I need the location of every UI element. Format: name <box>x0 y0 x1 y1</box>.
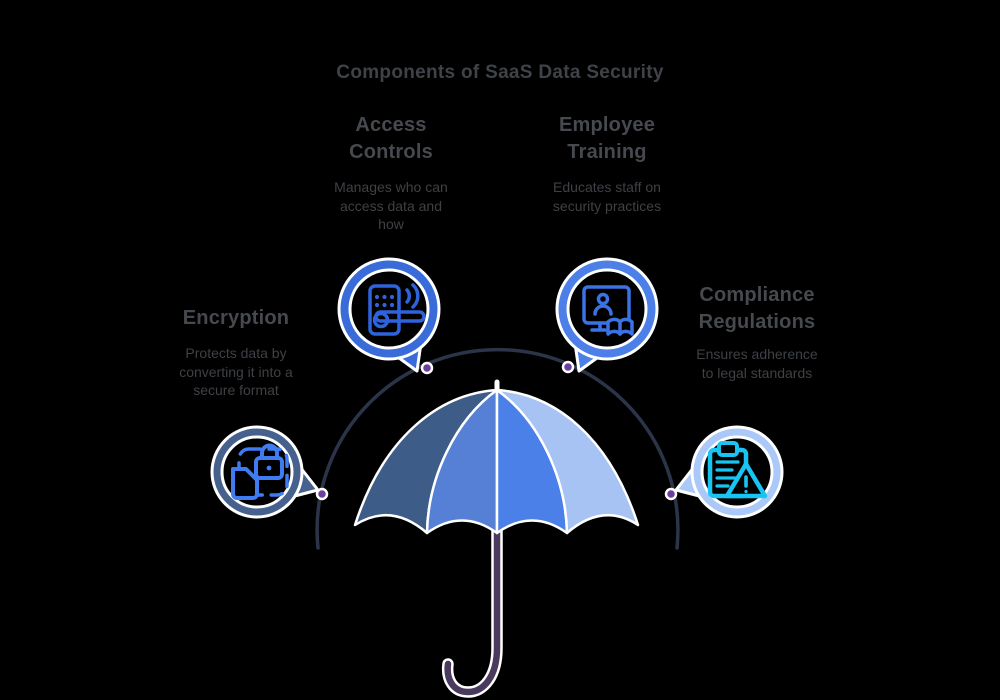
encrypted-file-lock-icon <box>231 443 289 500</box>
access-controls-bubble <box>337 257 441 373</box>
compliance-regulations-heading: Compliance Regulations <box>682 282 832 336</box>
desc-line: secure format <box>193 382 279 398</box>
lock-panel <box>368 284 401 336</box>
clipboard-clip <box>717 441 739 457</box>
umbrella-panel-2 <box>425 388 499 535</box>
encryption-heading: Encryption <box>161 305 311 332</box>
heading-line: Access <box>355 114 427 136</box>
clipboard-lines <box>715 460 740 488</box>
label-employee-training: Employee Training Educates staff on secu… <box>527 112 687 215</box>
desc-line: converting it into a <box>179 363 293 380</box>
lock-shackle <box>260 443 279 460</box>
label-encryption: Encryption Protects data by converting i… <box>156 305 316 400</box>
door-handle-hub <box>372 311 390 329</box>
lock-keyhole <box>266 465 272 471</box>
encryption-description: Protects data by converting it into a se… <box>170 344 302 400</box>
orbit-node-dot <box>561 360 575 374</box>
keypad-dots <box>374 294 395 308</box>
orbit-node-dot <box>664 487 678 501</box>
person-head <box>596 292 610 306</box>
desc-line: security practices <box>552 197 662 214</box>
desc-line: how <box>378 216 404 232</box>
desc-line: access data and <box>340 197 442 214</box>
orbit-node-dot <box>315 487 329 501</box>
heading-line: Regulations <box>698 311 816 333</box>
heading-line: Training <box>567 141 647 163</box>
page-title: Components of SaaS Data Security <box>336 62 664 83</box>
handle-outline <box>441 514 503 698</box>
employee-training-bubble <box>555 257 659 373</box>
heading-line: Controls <box>349 141 433 163</box>
training-monitor-book-icon <box>582 285 634 336</box>
warning-dot <box>744 489 748 494</box>
desc-line: to legal standards <box>701 364 813 381</box>
heading-line: Encryption <box>182 307 290 329</box>
door-lock-keypad-icon <box>368 283 426 336</box>
desc-line: Ensures adherence <box>696 346 818 362</box>
clipboard-warning-icon <box>707 441 768 499</box>
desc-line: Educates staff on <box>553 179 661 195</box>
file-shape <box>231 467 259 500</box>
desc-line: Manages who can <box>334 179 448 195</box>
signal-wave-small <box>405 288 412 304</box>
orbit-nodes <box>315 360 678 501</box>
heading-line: Employee <box>558 114 656 136</box>
handle-shaft <box>444 516 501 696</box>
compliance-regulations-bubble <box>674 425 784 519</box>
label-compliance-regulations: Compliance Regulations Ensures adherence… <box>677 282 837 382</box>
umbrella-panel-4 <box>495 388 640 535</box>
orbit-arc <box>315 347 680 550</box>
access-controls-heading: Access Controls <box>326 112 456 166</box>
umbrella-handle <box>441 514 503 698</box>
orbit-node-dot <box>420 361 434 375</box>
bubble-inner <box>348 268 430 350</box>
person-shoulders <box>593 304 613 316</box>
encryption-bubble <box>210 425 320 519</box>
label-access-controls: Access Controls Manages who can access d… <box>311 112 471 234</box>
heading-line: Compliance <box>699 284 815 306</box>
compliance-regulations-description: Ensures adherence to legal standards <box>695 345 819 382</box>
desc-line: Protects data by <box>185 345 287 361</box>
umbrella-canopy <box>353 379 640 535</box>
access-controls-description: Manages who can access data and how <box>331 178 451 234</box>
monitor-stand <box>590 321 607 332</box>
employee-training-description: Educates staff on security practices <box>540 178 675 215</box>
signal-wave-large <box>411 283 420 309</box>
employee-training-heading: Employee Training <box>542 112 672 166</box>
